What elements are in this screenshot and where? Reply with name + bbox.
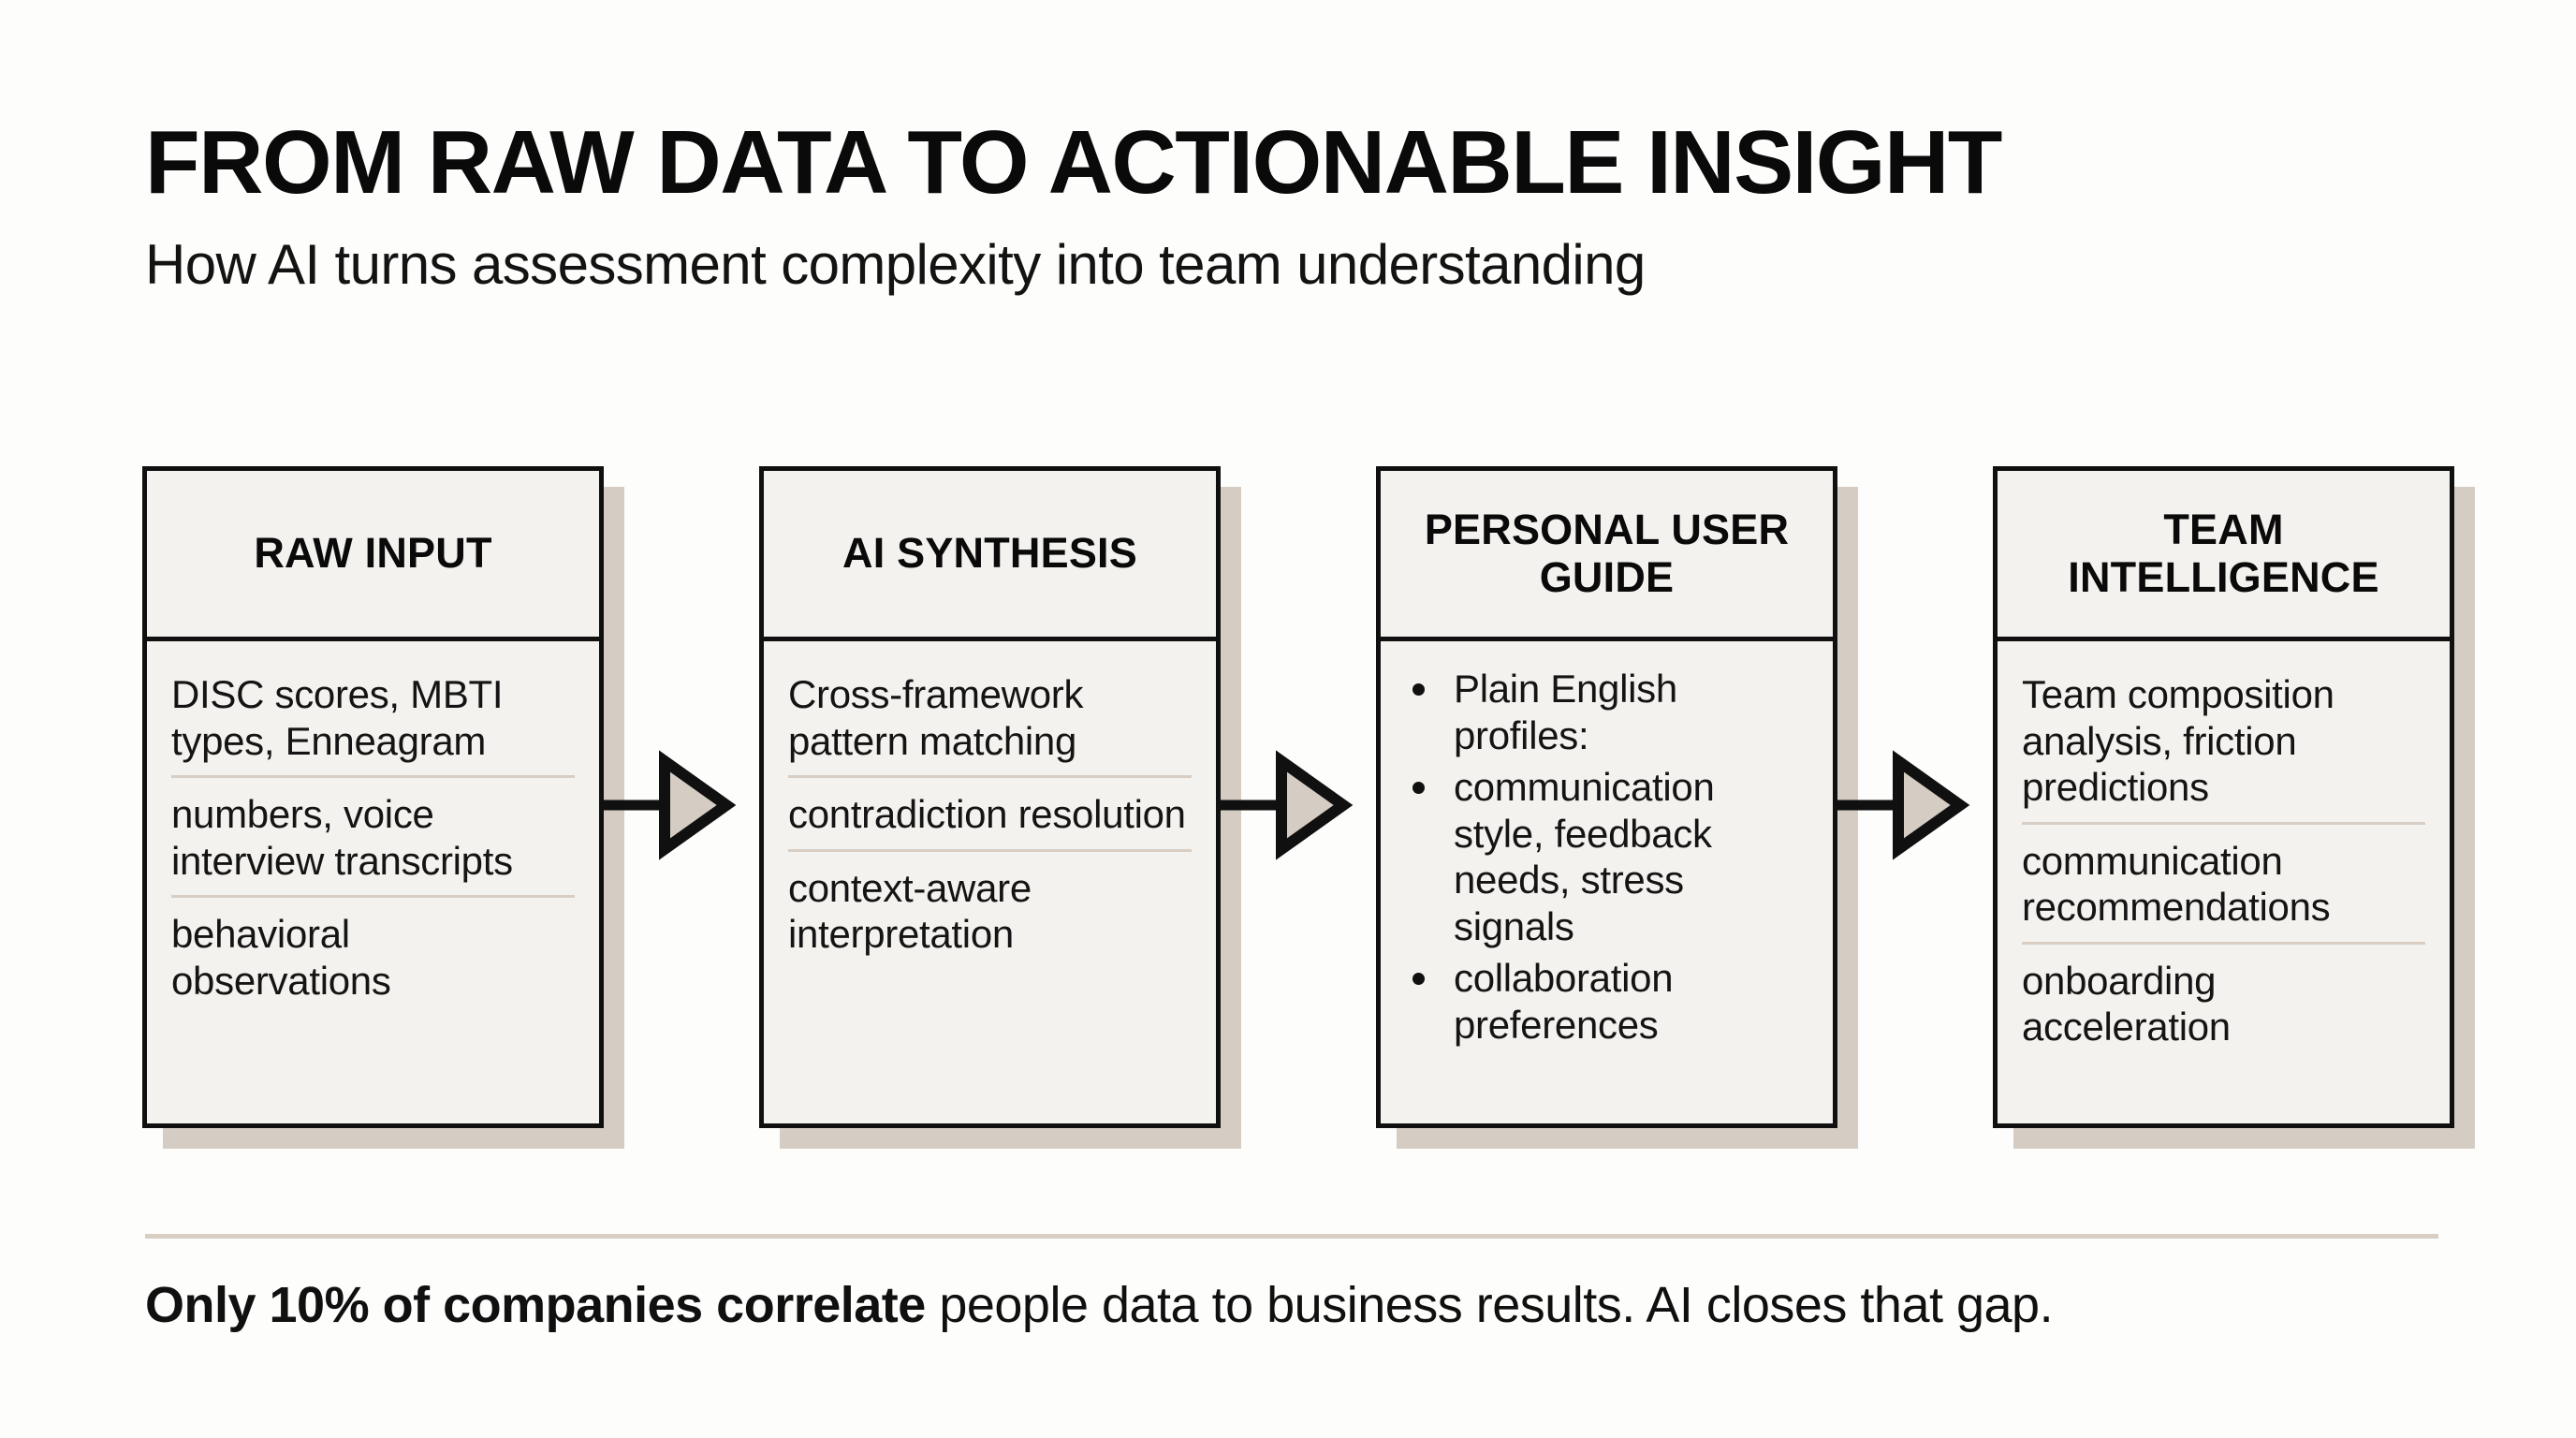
list-item: communication style, feedback needs, str…: [1405, 764, 1808, 949]
list-item: behavioral observations: [171, 912, 391, 1003]
card-header: RAW INPUT: [147, 471, 599, 641]
footer-stat-rest: people data to business results. AI clos…: [925, 1277, 2054, 1333]
process-flow: RAW INPUT DISC scores, MBTI types, Ennea…: [142, 466, 2475, 1150]
card-title: RAW INPUT: [254, 529, 492, 578]
list-item: onboarding acceleration: [2022, 958, 2231, 1049]
card: PERSONAL USER GUIDE Plain English profil…: [1376, 466, 1837, 1128]
list-item: Plain English profiles:: [1405, 666, 1808, 758]
footer-stat-bold: Only 10% of companies correlate: [145, 1277, 926, 1333]
connector-1: [588, 466, 759, 1128]
page-title: FROM RAW DATA TO ACTIONABLE INSIGHT: [145, 112, 2002, 213]
card-body: Cross-framework pattern matching contrad…: [764, 641, 1216, 1123]
card: TEAM INTELLIGENCE Team composition analy…: [1993, 466, 2454, 1128]
list-item: contradiction resolution: [788, 778, 1192, 852]
card-body: Plain English profiles: communication st…: [1381, 641, 1833, 1123]
card-header: PERSONAL USER GUIDE: [1381, 471, 1833, 641]
arrow-right-icon: [1822, 750, 1970, 860]
list-item: DISC scores, MBTI types, Enneagram: [171, 666, 575, 779]
card-header: TEAM INTELLIGENCE: [1998, 471, 2450, 641]
card-title: TEAM INTELLIGENCE: [2068, 506, 2379, 601]
list-item: numbers, voice interview transcripts: [171, 778, 575, 899]
card-title: AI SYNTHESIS: [842, 529, 1137, 578]
arrow-right-icon: [1205, 750, 1354, 860]
stage-card-raw-input: RAW INPUT DISC scores, MBTI types, Ennea…: [142, 466, 624, 1149]
stage-card-ai-synthesis: AI SYNTHESIS Cross-framework pattern mat…: [759, 466, 1241, 1149]
list-item: communication recommendations: [2022, 825, 2425, 945]
stage-card-team-intelligence: TEAM INTELLIGENCE Team composition analy…: [1993, 466, 2475, 1149]
list-item: Team composition analysis, friction pred…: [2022, 666, 2425, 825]
connector-3: [1822, 466, 1993, 1128]
list-item: Cross-framework pattern matching: [788, 666, 1192, 779]
card-body: Team composition analysis, friction pred…: [1998, 641, 2450, 1123]
connector-2: [1205, 466, 1376, 1128]
card-header: AI SYNTHESIS: [764, 471, 1216, 641]
stage-card-personal-user-guide: PERSONAL USER GUIDE Plain English profil…: [1376, 466, 1858, 1149]
card: AI SYNTHESIS Cross-framework pattern mat…: [759, 466, 1221, 1128]
card-body: DISC scores, MBTI types, Enneagram numbe…: [147, 641, 599, 1123]
card: RAW INPUT DISC scores, MBTI types, Ennea…: [142, 466, 604, 1128]
arrow-right-icon: [588, 750, 737, 860]
bullet-list: Plain English profiles: communication st…: [1405, 666, 1808, 1048]
footer-statement: Only 10% of companies correlate people d…: [145, 1277, 2466, 1333]
header-block: FROM RAW DATA TO ACTIONABLE INSIGHT How …: [145, 117, 2438, 294]
page-subtitle: How AI turns assessment complexity into …: [145, 232, 1646, 296]
footer-divider: [145, 1234, 2438, 1239]
list-item: context-aware interpretation: [788, 865, 1032, 957]
card-title: PERSONAL USER GUIDE: [1424, 506, 1790, 601]
list-item: collaboration preferences: [1405, 955, 1808, 1048]
